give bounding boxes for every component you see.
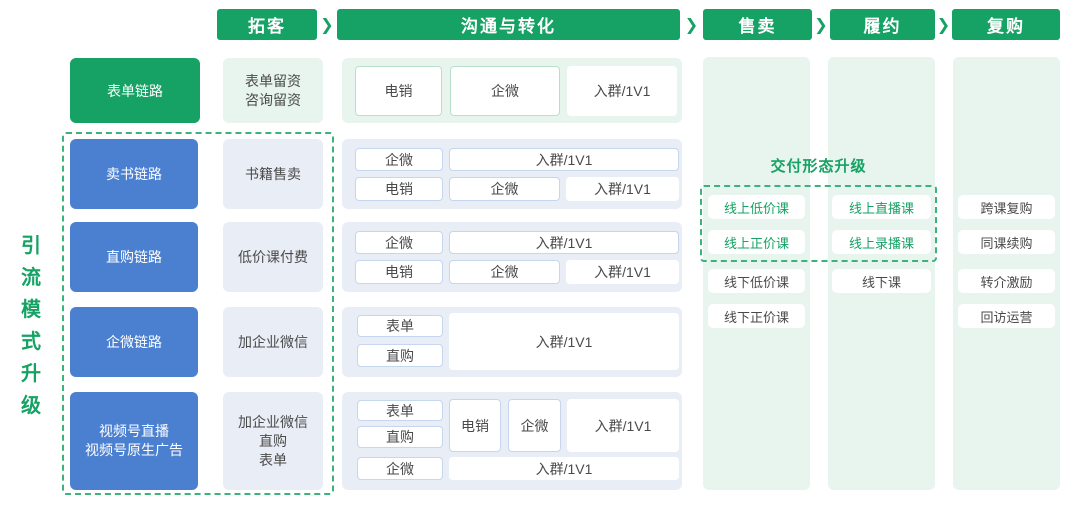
traffic-upgrade-dashed-frame [62,132,334,495]
step-box-telesales: 电销 [355,260,443,284]
step-box-wecom: 企微 [355,148,443,171]
product-item-online-lowprice: 线上低价课 [708,195,805,219]
rebuy-item-revisit: 回访运营 [958,304,1055,328]
vertical-axis-char: 升 [21,363,41,385]
step-box-form: 表单 [357,400,443,421]
channel-box-video: 视频号直播 视频号原生广告 [70,392,198,490]
channel-box-direct: 直购链路 [70,222,198,292]
tactic-box-video: 加企业微信 直购 表单 [223,392,323,490]
vertical-axis-char: 流 [21,267,41,289]
product-item-offline-course: 线下课 [832,269,931,293]
chevron-right-icon: ❯ [684,16,699,34]
step-box-wecom: 企微 [508,399,561,452]
step-box-group-1v1: 入群/1V1 [566,177,679,201]
step-box-wecom: 企微 [449,260,560,284]
vertical-axis-char: 模 [21,299,41,321]
chevron-right-icon: ❯ [814,16,828,34]
chevron-right-icon: ❯ [320,16,334,34]
step-box-wecom: 企微 [355,231,443,254]
vertical-axis-char: 引 [21,235,41,257]
tactic-box-form-line: 咨询留资 [245,91,301,108]
vertical-axis-label: 引 流 模 式 升 级 [10,229,52,418]
chevron-right-icon: ❯ [936,16,951,34]
tactic-box-form-line: 表单留资 [245,72,301,89]
delivery-upgrade-dashed-frame [700,185,937,262]
step-box-group-1v1: 入群/1V1 [449,148,679,171]
step-box-direct-buy: 直购 [357,426,443,448]
product-item-offline-lowprice: 线下低价课 [708,269,805,293]
step-box-wecom: 企微 [449,177,560,201]
vertical-axis-char: 式 [21,331,41,353]
vertical-axis-char: 级 [21,395,41,417]
stage-header-acquisition: 拓客 [217,9,317,40]
channel-box-form: 表单链路 [70,58,200,123]
tactic-box-direct: 低价课付费 [223,222,323,292]
step-box-telesales: 电销 [355,177,443,201]
tactic-box-booksale: 书籍售卖 [223,139,323,209]
channel-box-booksale: 卖书链路 [70,139,198,209]
product-item-offline-fullprice: 线下正价课 [708,304,805,328]
tactic-box-wecom: 加企业微信 [223,307,323,377]
step-box-wecom: 企微 [450,66,560,116]
channel-box-video-line: 视频号原生广告 [85,442,183,458]
step-box-telesales: 电销 [449,399,501,452]
stage-header-repurchase: 复购 [952,9,1060,40]
step-box-group-1v1: 入群/1V1 [449,231,679,254]
step-box-direct-buy: 直购 [357,344,443,367]
channel-box-wecom: 企微链路 [70,307,198,377]
rebuy-item-referral: 转介激励 [958,269,1055,293]
step-box-group-1v1: 入群/1V1 [449,313,679,370]
stage-header-sales: 售卖 [703,9,812,40]
rebuy-item-cross-course: 跨课复购 [958,195,1055,219]
tactic-box-form: 表单留资 咨询留资 [223,58,323,123]
step-box-group-1v1: 入群/1V1 [567,66,677,116]
stage-header-fulfillment: 履约 [830,9,935,40]
tactic-box-video-line: 加企业微信 [238,413,308,430]
rebuy-item-same-course: 同课续购 [958,230,1055,254]
tactic-box-video-line: 表单 [259,451,287,468]
channel-box-video-line: 视频号直播 [99,423,169,439]
step-box-group-1v1: 入群/1V1 [449,457,679,480]
product-item-live-course: 线上直播课 [832,195,931,219]
stage-header-conversion: 沟通与转化 [337,9,680,40]
tactic-box-video-line: 直购 [259,432,287,449]
product-item-recorded-course: 线上录播课 [832,230,931,254]
step-box-form: 表单 [357,315,443,337]
step-box-telesales: 电销 [355,66,442,116]
step-box-wecom: 企微 [357,457,443,480]
step-box-group-1v1: 入群/1V1 [567,399,679,452]
delivery-upgrade-title: 交付形态升级 [770,157,867,175]
step-box-group-1v1: 入群/1V1 [566,260,679,284]
product-item-online-fullprice: 线上正价课 [708,230,805,254]
